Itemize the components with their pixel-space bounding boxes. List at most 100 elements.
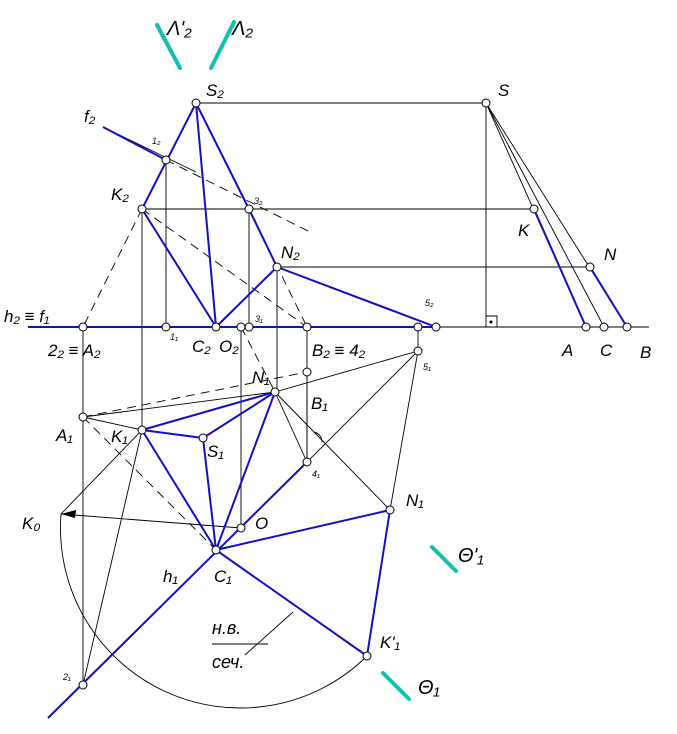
- lambda2-trace: [209, 20, 236, 70]
- theta1-trace: [381, 671, 411, 701]
- N1-C1: [215, 391, 276, 551]
- label-K0: K₀: [22, 514, 41, 533]
- point-C2: [211, 322, 221, 332]
- point-K1: [137, 425, 147, 435]
- point-K: [529, 204, 539, 214]
- label-theta1p: Θ'₁: [458, 545, 484, 567]
- dash-1-3: [165, 159, 311, 233]
- point-B2: [302, 322, 312, 332]
- label-O2: O₂: [219, 337, 239, 356]
- point-A: [581, 322, 591, 332]
- f2-line: [102, 126, 167, 161]
- K1-C1-blue: [141, 429, 217, 551]
- A1-K1: [82, 416, 143, 431]
- point-N2: [272, 262, 282, 272]
- nv-leader: [244, 611, 294, 656]
- label-2-A2: 2₂ ≡ A₂: [47, 341, 101, 360]
- point-O2: [236, 322, 246, 332]
- label-A: A: [561, 341, 573, 360]
- point-3-1: [244, 322, 254, 332]
- dash-A1-B2: [82, 371, 308, 418]
- label-h2f1: h₂ ≡ f₁: [4, 307, 49, 326]
- K2-C2: [141, 208, 217, 328]
- K1-S1: [141, 429, 204, 439]
- N1-4: [274, 391, 308, 463]
- point-3-2: [244, 204, 254, 214]
- N-B: [589, 266, 628, 328]
- label-K2: K₂: [111, 185, 129, 204]
- label-S2: S₂: [206, 81, 224, 100]
- dash-A1-C1: [82, 416, 217, 551]
- label-N: N: [604, 245, 617, 264]
- label-lambda2: Λ₂: [231, 18, 253, 40]
- point-K2: [137, 204, 147, 214]
- point-S2: [191, 98, 201, 108]
- label-4-1: 4₁: [312, 469, 320, 479]
- dash-K-A: [82, 208, 143, 328]
- label-O: O: [255, 514, 268, 533]
- label-K1p: K'₁: [380, 633, 400, 652]
- label-f2: f₂: [84, 107, 96, 126]
- h1-line: [47, 461, 308, 719]
- label-1-2: 1₂: [152, 136, 161, 146]
- label-sech: сеч.: [212, 652, 244, 672]
- point-B: [622, 322, 632, 332]
- A1-N1: [82, 391, 276, 418]
- N1b-K1p: [366, 509, 391, 657]
- point-4-1: [302, 457, 312, 467]
- label-theta1: Θ₁: [418, 677, 440, 699]
- S1-N1: [202, 391, 276, 439]
- label-S: S: [498, 81, 510, 100]
- point-2-1: [78, 680, 88, 690]
- label-A1: A₁: [55, 426, 73, 445]
- point-1-1: [161, 322, 171, 332]
- point-C1: [211, 545, 221, 555]
- label-K: K: [518, 221, 530, 240]
- label-C1: C₁: [214, 567, 232, 586]
- label-N2: N₂: [281, 243, 300, 262]
- label-h1: h₁: [163, 567, 178, 586]
- point-A2: [78, 322, 88, 332]
- point-A1: [78, 412, 88, 422]
- point-5-1: [413, 346, 423, 356]
- point-K1p: [362, 651, 372, 661]
- 3-N2: [248, 208, 278, 268]
- label-1-1: 1₁: [170, 332, 178, 342]
- edge-SC-side: [485, 102, 605, 328]
- S2-3: [195, 102, 250, 210]
- N1-5: [274, 350, 419, 393]
- label-S1: S₁: [207, 442, 224, 461]
- S2-C2: [195, 102, 217, 328]
- label-3-1: 3₁: [255, 314, 263, 324]
- right-angle-dot: [489, 320, 493, 324]
- point-1-2: [161, 155, 171, 165]
- K1-2: [82, 429, 143, 686]
- label-5-1: 5₁: [423, 362, 431, 372]
- dash-O-N: [240, 326, 276, 393]
- K1-N1: [141, 391, 276, 431]
- label-3-2: 3₂: [254, 196, 263, 206]
- point-5-end: [431, 322, 441, 332]
- label-N1b: N₁: [406, 491, 424, 510]
- C1-N1b: [215, 509, 391, 551]
- C1-K1p-blue: [215, 549, 368, 657]
- label-C2: C₂: [192, 337, 211, 356]
- 5-N1b: [389, 350, 419, 511]
- label-N1: N₁: [252, 368, 270, 387]
- label-C: C: [600, 341, 613, 360]
- theta1-prime-trace: [430, 545, 458, 573]
- point-C: [599, 322, 609, 332]
- label-lambda2p: Λ'₂: [166, 18, 192, 40]
- label-nv: н.в.: [212, 618, 241, 638]
- point-N1: [270, 387, 280, 397]
- point-S1: [198, 433, 208, 443]
- point-B2-4: [302, 367, 312, 377]
- point-S: [481, 98, 491, 108]
- K1-K0: [60, 429, 143, 515]
- true-size-arc: [60, 513, 368, 709]
- right-angle-mark: [486, 315, 498, 327]
- N2-5: [276, 266, 437, 328]
- label-2-1: 2₁: [62, 672, 71, 682]
- point-N1b: [385, 505, 395, 515]
